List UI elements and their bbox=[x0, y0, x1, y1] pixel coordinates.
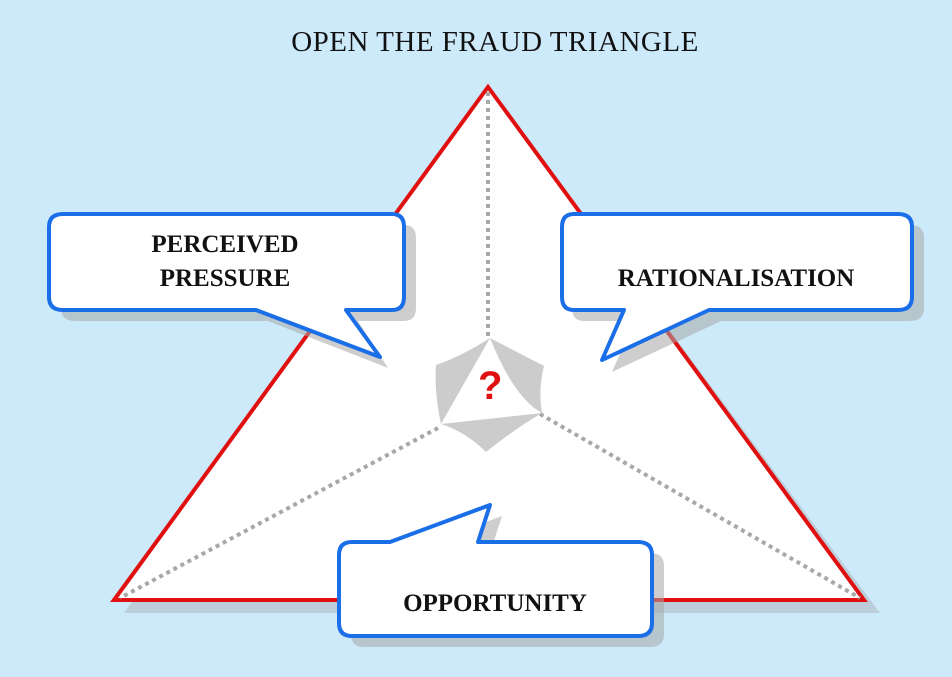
dotted-line-right bbox=[539, 412, 861, 600]
pressure-label-line1: PERCEIVED bbox=[151, 231, 299, 258]
question-mark-icon: ? bbox=[478, 364, 503, 408]
opportunity-bubble bbox=[337, 503, 654, 638]
opportunity-label: OPPORTUNITY bbox=[403, 590, 587, 617]
open-triangle-center bbox=[435, 338, 544, 452]
page-title: OPEN THE FRAUD TRIANGLE bbox=[291, 26, 699, 58]
rationalisation-bubble bbox=[560, 212, 914, 362]
pressure-label: PERCEIVED PRESSURE bbox=[70, 228, 380, 296]
pressure-bubble bbox=[47, 212, 406, 359]
pressure-label-line2: PRESSURE bbox=[159, 265, 291, 292]
rationalisation-label: RATIONALISATION bbox=[617, 265, 855, 292]
